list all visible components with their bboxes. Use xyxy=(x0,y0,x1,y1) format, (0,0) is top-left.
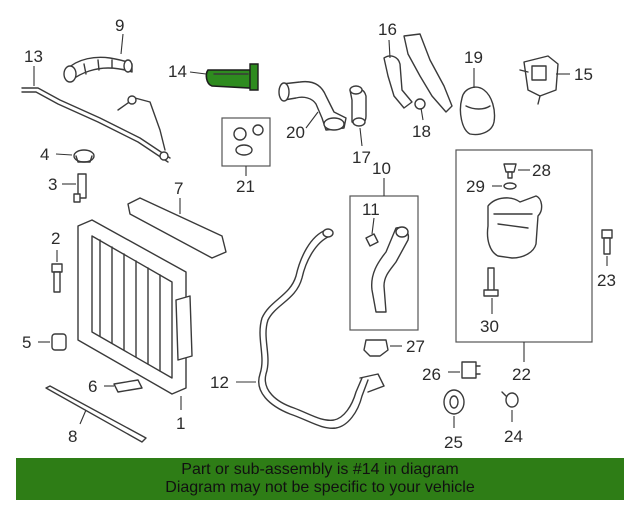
callout-4[interactable]: 4 xyxy=(40,145,49,164)
leader-14 xyxy=(189,71,207,75)
callout-6[interactable]: 6 xyxy=(88,377,97,396)
callout-13[interactable]: 13 xyxy=(24,47,43,66)
leader-9 xyxy=(120,33,124,55)
leader-17 xyxy=(359,127,363,147)
callout-16[interactable]: 16 xyxy=(378,20,397,39)
part-1-radiator xyxy=(77,219,193,395)
info-banner: Part or sub-assembly is #14 in diagram D… xyxy=(16,458,624,500)
callout-15[interactable]: 15 xyxy=(574,65,593,84)
leader-18 xyxy=(420,107,424,121)
part-16-18-duct xyxy=(383,33,453,113)
part-5-mount xyxy=(51,333,67,351)
part-26-sensor xyxy=(461,361,481,379)
callout-30[interactable]: 30 xyxy=(480,317,499,336)
part-14-hose-highlighted xyxy=(205,63,259,91)
part-2-bolt xyxy=(51,263,63,293)
callout-8[interactable]: 8 xyxy=(68,427,77,446)
callout-19[interactable]: 19 xyxy=(464,48,483,67)
leader-4 xyxy=(55,153,73,156)
part-17-hose xyxy=(349,85,367,127)
part-3-sensor xyxy=(73,173,87,203)
part-27-cap xyxy=(363,339,389,357)
banner-line-2: Diagram may not be specific to your vehi… xyxy=(165,479,475,496)
banner-line-1: Part or sub-assembly is #14 in diagram xyxy=(181,461,459,478)
callout-25[interactable]: 25 xyxy=(444,433,463,452)
callout-24[interactable]: 24 xyxy=(504,427,523,446)
callout-5[interactable]: 5 xyxy=(22,333,31,352)
callout-12[interactable]: 12 xyxy=(210,373,229,392)
part-28-cap xyxy=(503,163,517,179)
callout-7[interactable]: 7 xyxy=(174,179,183,198)
part-24-clip xyxy=(501,391,519,408)
callout-1[interactable]: 1 xyxy=(176,414,185,433)
part-12-long-hose xyxy=(258,228,385,429)
part-19-bottle xyxy=(459,86,496,136)
callout-29[interactable]: 29 xyxy=(466,177,485,196)
callout-18[interactable]: 18 xyxy=(412,122,431,141)
callout-20[interactable]: 20 xyxy=(286,123,305,142)
leader-20 xyxy=(305,111,319,129)
part-20-elbow xyxy=(278,80,347,131)
callout-9[interactable]: 9 xyxy=(115,16,124,35)
callout-11[interactable]: 11 xyxy=(362,200,380,219)
callout-10[interactable]: 10 xyxy=(372,159,391,178)
part-15-valve xyxy=(519,55,559,105)
part-10-box xyxy=(349,195,419,331)
leader-11 xyxy=(371,217,375,235)
part-29-oring xyxy=(503,182,517,190)
part-21-seal-kit xyxy=(221,117,271,167)
part-25-grommet xyxy=(443,389,465,415)
part-6-clip xyxy=(113,379,143,393)
callout-23[interactable]: 23 xyxy=(597,271,616,290)
callout-21[interactable]: 21 xyxy=(236,177,255,196)
part-13-tube xyxy=(21,87,171,163)
part-23-bolt xyxy=(601,229,613,255)
part-7-bracket xyxy=(127,197,227,259)
callout-27[interactable]: 27 xyxy=(406,337,425,356)
callout-28[interactable]: 28 xyxy=(532,161,551,180)
part-4-cap xyxy=(73,149,95,163)
callout-14[interactable]: 14 xyxy=(168,62,187,81)
callout-22[interactable]: 22 xyxy=(512,365,531,384)
callout-26[interactable]: 26 xyxy=(422,365,441,384)
part-8-seal-strip xyxy=(45,385,147,443)
callout-17[interactable]: 17 xyxy=(352,148,371,167)
part-9-hose xyxy=(63,56,133,83)
callout-3[interactable]: 3 xyxy=(48,175,57,194)
callout-2[interactable]: 2 xyxy=(51,229,60,248)
leader-16 xyxy=(388,39,391,59)
leader-8 xyxy=(79,409,87,425)
